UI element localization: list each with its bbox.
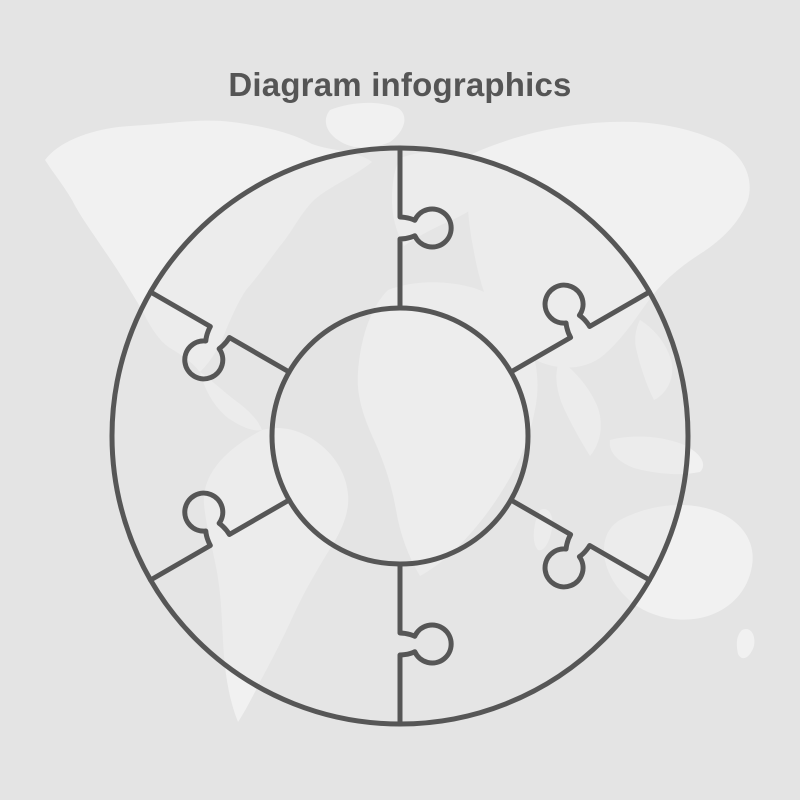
puzzle-segment: [112, 292, 290, 580]
puzzle-segment: [400, 148, 650, 372]
puzzle-divider-3: [508, 497, 652, 590]
puzzle-divider-1: [397, 145, 454, 311]
puzzle-segments: [112, 148, 689, 724]
center-circle: [269, 305, 531, 567]
puzzle-divider-6: [148, 289, 292, 382]
puzzle-divider-4: [397, 561, 454, 727]
puzzle-dividers: [148, 145, 652, 727]
puzzle-divider-2: [508, 282, 652, 375]
page-title: Diagram infographics: [228, 66, 572, 103]
puzzle-divider-5: [148, 490, 292, 583]
puzzle-segment: [400, 500, 650, 724]
puzzle-segment: [150, 148, 400, 372]
puzzle-segment: [150, 500, 400, 724]
puzzle-segment: [510, 292, 689, 580]
